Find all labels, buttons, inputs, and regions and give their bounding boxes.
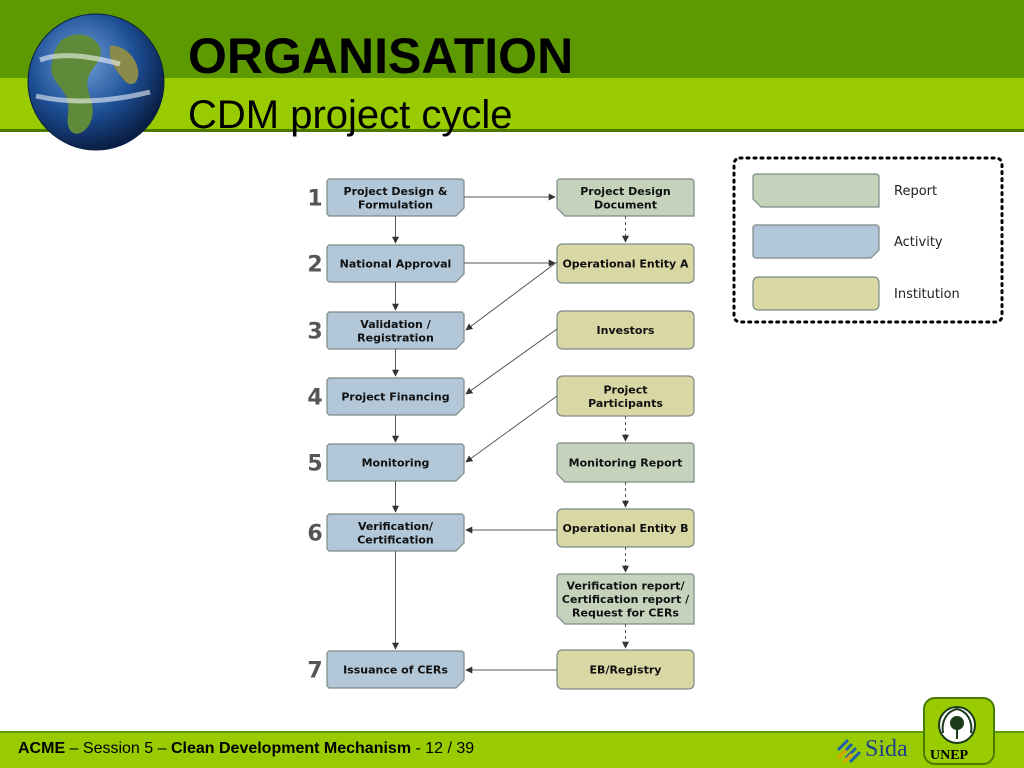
report-box-label: Certification report / [562, 593, 690, 606]
activity-box-label: National Approval [340, 258, 452, 271]
footer-topic: Clean Development Mechanism [170, 740, 412, 757]
report-box-shape [556, 178, 695, 217]
activity-box-label: Monitoring [362, 457, 430, 470]
report-box-label: Request for CERs [572, 607, 679, 620]
activity-box-label: Validation / [360, 318, 431, 331]
header-band-light [0, 78, 1024, 130]
legend-swatch-institution [752, 276, 880, 311]
step-number: 4 [307, 386, 322, 411]
legend-label: Activity [894, 235, 943, 250]
legend-swatch-activity [752, 224, 880, 259]
activity-box-label: Project Design & [344, 185, 448, 198]
institution-box-label: Operational Entity A [562, 258, 689, 271]
activity-box-shape [326, 377, 465, 416]
step-number: 3 [307, 320, 322, 345]
flow-arrow [465, 395, 558, 463]
step-number: 6 [307, 522, 322, 547]
legend-swatch-report [752, 173, 880, 208]
page-title: ORGANISATION [188, 28, 574, 84]
sida-logo-text: Sida [865, 736, 908, 762]
institution-box: Operational Entity B [556, 508, 695, 548]
footer-separator: – [65, 740, 83, 757]
unep-emblem-icon [938, 706, 976, 744]
report-box-label: Monitoring Report [569, 457, 683, 470]
page-subtitle: CDM project cycle [188, 93, 513, 137]
institution-box: Investors [556, 310, 695, 350]
activity-box: National Approval [326, 244, 465, 283]
activity-box-label: Project Financing [341, 391, 449, 404]
header-band-dark [0, 0, 1024, 78]
report-box: Verification report/Certification report… [556, 573, 695, 625]
header-divider [0, 129, 1024, 132]
institution-box-shape [556, 310, 695, 350]
activity-box: Validation /Registration [326, 311, 465, 350]
step-number: 2 [307, 253, 322, 278]
report-box-label: Verification report/ [567, 580, 686, 593]
footer-separator: - [411, 740, 426, 757]
activity-box-shape [326, 178, 465, 217]
activity-box-label: Issuance of CERs [343, 664, 448, 677]
footer-org: ACME [18, 740, 66, 757]
report-box-shape [556, 442, 695, 483]
globe-icon [27, 13, 165, 151]
report-box: Monitoring Report [556, 442, 695, 483]
institution-box-label: Project [603, 383, 647, 396]
institution-box-shape [556, 508, 695, 548]
step-number: 1 [307, 187, 322, 212]
activity-box-label: Certification [357, 533, 434, 546]
activity-box-label: Formulation [358, 198, 433, 211]
step-number: 5 [307, 452, 322, 477]
unep-logo-text: UNEP [930, 748, 969, 763]
institution-box-shape [556, 243, 695, 284]
institution-box-label: Investors [597, 324, 655, 337]
activity-box: Project Design &Formulation [326, 178, 465, 217]
institution-box-shape [556, 649, 695, 690]
activity-box-shape [326, 311, 465, 350]
institution-box: Operational Entity A [556, 243, 695, 284]
report-box-label: Document [594, 198, 657, 211]
institution-box-label: EB/Registry [590, 664, 662, 677]
footer-separator: – [153, 740, 171, 757]
footer-caption: ACME – Session 5 – Clean Development Mec… [18, 740, 474, 758]
activity-box: Monitoring [326, 443, 465, 482]
institution-box-label: Operational Entity B [563, 522, 689, 535]
institution-box: EB/Registry [556, 649, 695, 690]
flow-arrow [465, 261, 558, 331]
activity-box-label: Registration [357, 331, 434, 344]
flow-arrow [465, 328, 558, 395]
activity-box: Project Financing [326, 377, 465, 416]
footer-page-number: 12 / 39 [425, 740, 475, 757]
report-box-label: Project Design [580, 185, 671, 198]
report-box-shape [556, 573, 695, 625]
activity-box: Issuance of CERs [326, 650, 465, 689]
activity-box-shape [326, 650, 465, 689]
activity-box-label: Verification/ [358, 520, 434, 533]
institution-box-shape [556, 375, 695, 417]
institution-box-label: Participants [588, 397, 663, 410]
legend-label: Report [894, 184, 937, 199]
sida-logo-icon [836, 738, 862, 764]
footer-session: Session 5 [82, 740, 154, 757]
activity-box-shape [326, 244, 465, 283]
step-number: 7 [307, 659, 322, 684]
activity-box-shape [326, 513, 465, 552]
activity-box-shape [326, 443, 465, 482]
legend-label: Institution [894, 287, 960, 302]
activity-box: Verification/Certification [326, 513, 465, 552]
